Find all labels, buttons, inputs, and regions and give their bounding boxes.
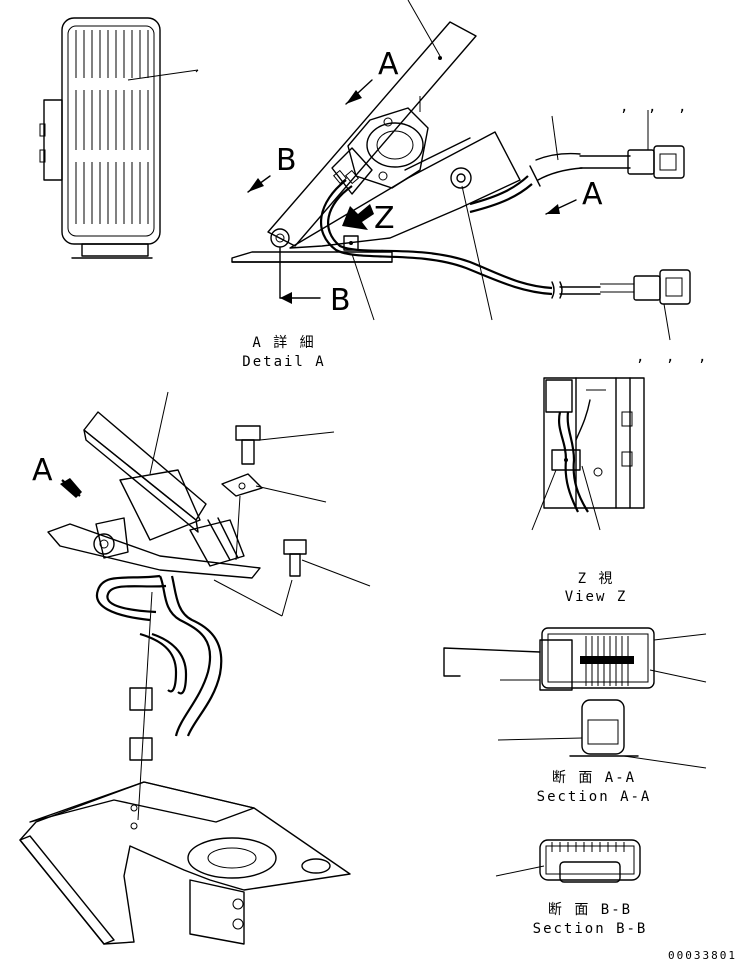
detail-a-caption-en: Detail A <box>242 354 326 370</box>
comma-bottom-3: , <box>698 349 707 365</box>
view-a-label-iso: A <box>32 453 53 488</box>
comma-top-2: , <box>648 99 657 115</box>
pedal-front-view <box>39 17 199 259</box>
section-b-b-caption-jp: 断 面 B-B <box>547 902 633 918</box>
section-a-a-drawing <box>443 627 707 769</box>
comma-top-3: , <box>678 99 687 115</box>
section-a-label-top: A <box>378 47 399 82</box>
view-z-caption-jp: Z 視 <box>577 571 615 587</box>
section-b-label-upper: B <box>276 143 297 178</box>
section-b-b-caption-en: Section B-B <box>532 921 648 937</box>
isometric-assembly-drawing <box>19 391 371 945</box>
detail-a-caption-jp: A 詳 細 <box>252 335 316 351</box>
section-a-a-caption-en: Section A-A <box>536 789 652 805</box>
comma-bottom-1: , <box>636 349 645 365</box>
view-z-label: Z <box>374 201 395 236</box>
leader-line <box>195 69 199 73</box>
detail-a-pedal-side-view <box>231 0 691 341</box>
drawing-number: 00033801 <box>668 949 737 962</box>
comma-bottom-2: , <box>666 349 675 365</box>
view-z-caption-en: View Z <box>564 589 628 605</box>
comma-top-1: , <box>620 99 629 115</box>
view-z-drawing <box>531 377 645 531</box>
section-a-a-caption-jp: 断 面 A-A <box>551 770 637 786</box>
section-b-b-drawing <box>495 839 641 883</box>
section-b-label-lower: B <box>330 283 351 318</box>
section-a-label-right: A <box>582 177 603 212</box>
